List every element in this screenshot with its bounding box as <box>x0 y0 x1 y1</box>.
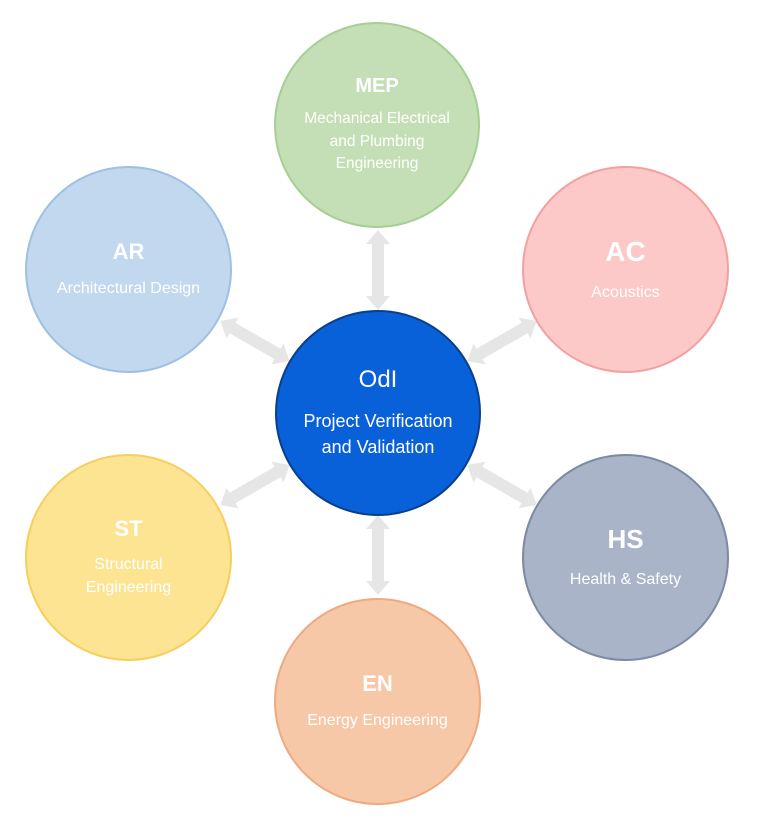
node-ar: AR Architectural Design <box>25 166 232 373</box>
node-hs: HS Health & Safety <box>522 454 729 661</box>
arrow-hs-center <box>461 454 543 516</box>
node-hs-abbr: HS <box>607 523 644 554</box>
node-center-odi: OdI Project Verification and Validation <box>275 310 481 516</box>
node-ac: AC Acoustics <box>522 166 729 373</box>
node-en-abbr: EN <box>362 671 393 697</box>
node-ac-label: Acoustics <box>591 284 660 302</box>
node-center-abbr: OdI <box>358 365 398 393</box>
node-st-label: Structural Engineering <box>85 556 172 596</box>
node-hs-label: Health & Safety <box>569 570 682 588</box>
arrow-mep-center <box>366 230 390 310</box>
node-mep-abbr: MEP <box>355 75 399 98</box>
arrow-ac-center <box>461 310 543 372</box>
node-ac-abbr: AC <box>605 235 646 267</box>
node-ar-label: Architectural Design <box>56 279 201 297</box>
node-mep: MEP Mechanical Electrical and Plumbing E… <box>274 22 480 228</box>
node-st: ST Structural Engineering <box>25 454 232 661</box>
arrow-en-center <box>366 515 390 595</box>
node-ar-abbr: AR <box>112 239 145 265</box>
node-st-abbr: ST <box>114 515 143 541</box>
node-center-label: Project Verification and Validation <box>303 411 453 458</box>
arrow-ar-center <box>214 310 296 372</box>
node-mep-label: Mechanical Electrical and Plumbing Engin… <box>304 110 450 173</box>
node-en-label: Energy Engineering <box>307 711 448 729</box>
arrow-st-center <box>214 454 296 516</box>
node-en: EN Energy Engineering <box>274 598 481 805</box>
